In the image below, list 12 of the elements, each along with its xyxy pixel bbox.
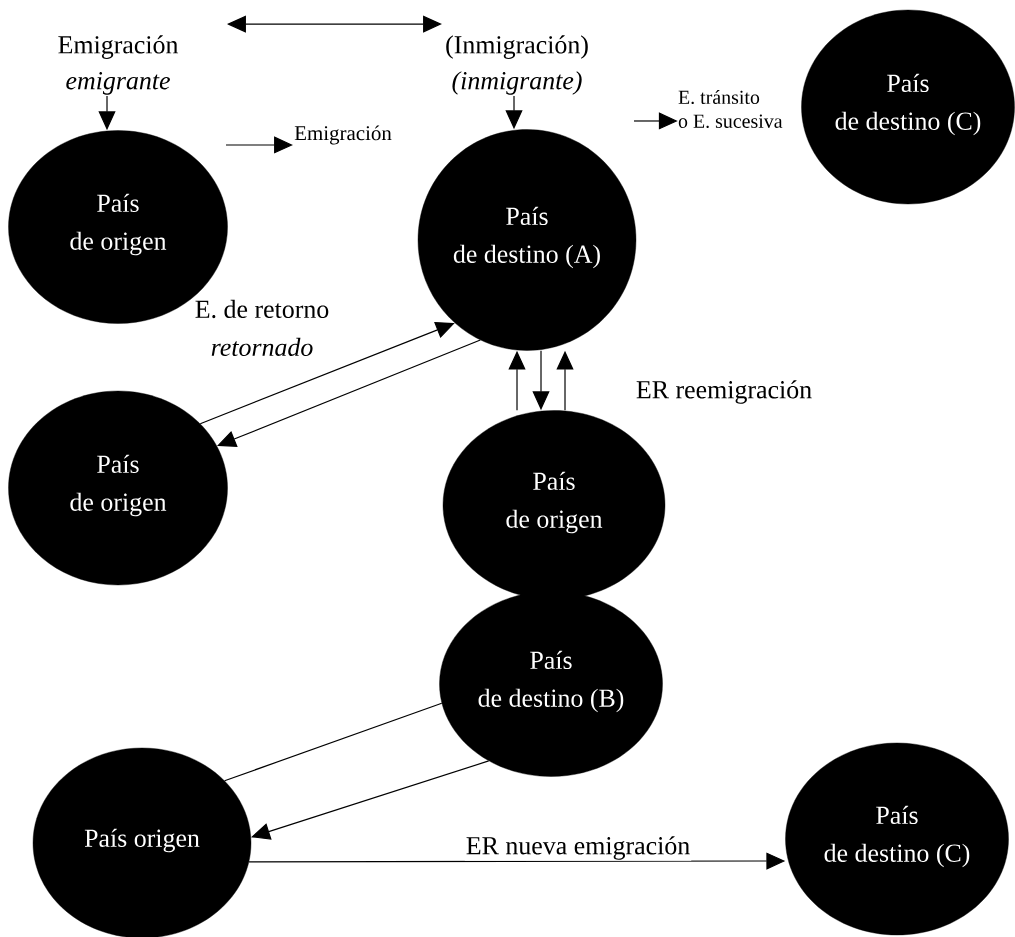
arrow [225,136,293,154]
flow-label: (Inmigración) (inmigrante) [446,35,588,95]
arrow [227,15,442,33]
annotation-text: retornado [211,337,313,357]
arrow [251,760,490,840]
annotation-text: ER reemigración [636,380,812,404]
arrow [199,321,455,425]
flow-label: Emigración [294,125,392,145]
flow-label: E. tránsito o E. sucesiva [678,89,783,128]
flow-label: Emigración emigrante [58,35,179,95]
connector-line [224,702,443,782]
edge-label: ER nueva emigración [464,835,692,861]
